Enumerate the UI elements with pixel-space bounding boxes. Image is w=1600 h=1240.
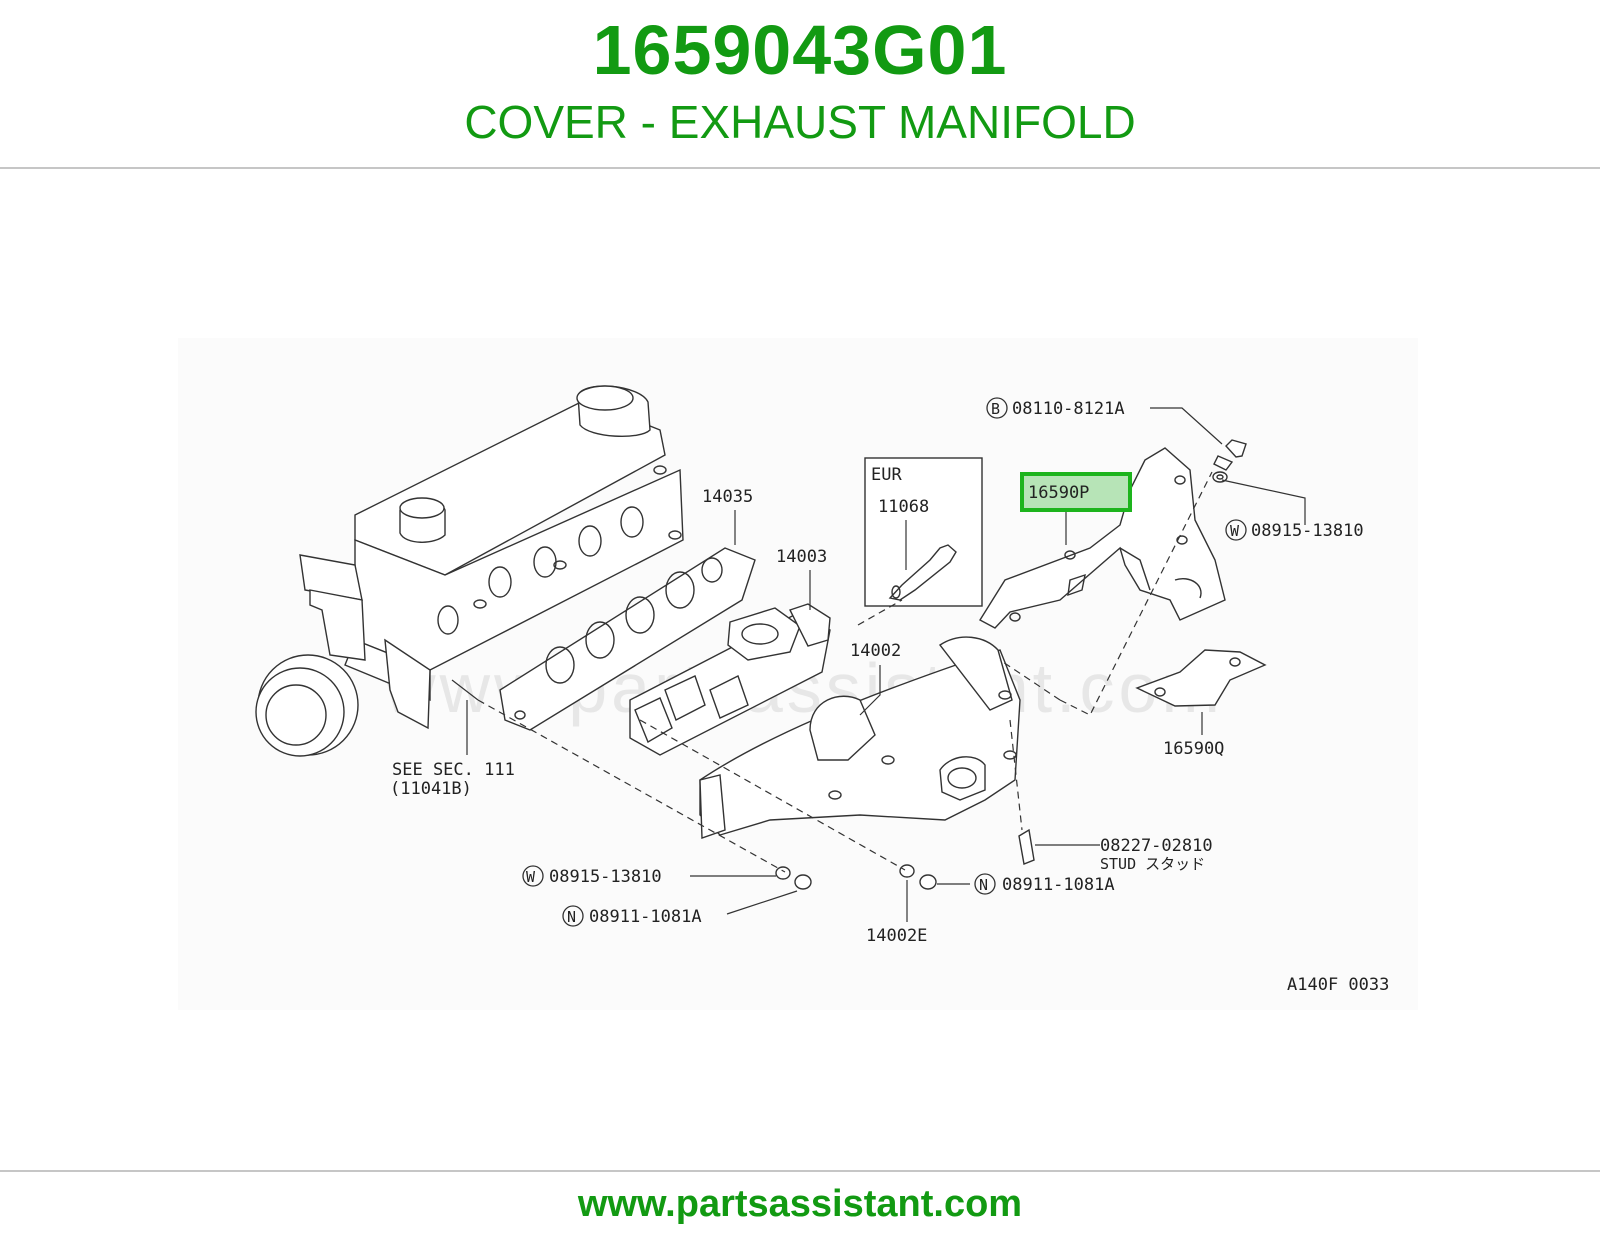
label-11068[interactable]: 11068	[878, 497, 929, 517]
label-08227-02810[interactable]: 08227-02810	[1100, 836, 1213, 856]
label-08915-left-text: 08915-13810	[549, 867, 662, 887]
part-number: 1659043G01	[592, 11, 1008, 89]
label-16590P[interactable]: 16590P	[1028, 483, 1089, 503]
label-see-sec-ref[interactable]: (11041B)	[390, 779, 472, 799]
label-14002[interactable]: 14002	[850, 641, 901, 661]
label-14003[interactable]: 14003	[776, 547, 827, 567]
badge-w-left: W	[526, 868, 536, 886]
label-08915-13810-right[interactable]: W 08915-13810	[1225, 519, 1364, 541]
header-divider	[0, 167, 1600, 169]
label-stud: STUD スタッド	[1100, 855, 1205, 873]
highlight-16590P[interactable]	[1020, 472, 1132, 512]
bracket-16590Q	[1135, 649, 1267, 707]
header: 1659043G01 COVER - EXHAUST MANIFOLD	[0, 0, 1600, 168]
label-16590Q[interactable]: 16590Q	[1163, 739, 1224, 759]
part-name: COVER - EXHAUST MANIFOLD	[464, 96, 1136, 148]
exhaust-gasket-14035	[499, 547, 756, 731]
label-14002E[interactable]: 14002E	[866, 926, 927, 946]
badge-b: B	[991, 400, 1000, 418]
drawing-code: A140F 0033	[1287, 975, 1389, 995]
footer-divider	[0, 1170, 1600, 1172]
label-14035[interactable]: 14035	[702, 487, 753, 507]
badge-n-left: N	[567, 908, 576, 926]
exhaust-manifold-cover-16590P	[979, 447, 1226, 629]
assembly-lines	[477, 471, 1213, 873]
label-see-sec[interactable]: SEE SEC. 111	[392, 760, 515, 780]
fasteners	[775, 439, 1247, 890]
manifold-14003	[629, 603, 831, 756]
badge-n-right: N	[979, 876, 988, 894]
footer-url[interactable]: www.partsassistant.com	[577, 1183, 1023, 1225]
badge-w-right: W	[1230, 522, 1240, 540]
label-08911-1081A-right[interactable]: N 08911-1081A	[974, 873, 1115, 895]
label-08915-right-text: 08915-13810	[1251, 521, 1364, 541]
leader-lines	[466, 407, 1306, 922]
label-08110-8121A[interactable]: B 08110-8121A	[986, 397, 1125, 419]
eur-label: EUR	[871, 465, 902, 485]
manifold-14002	[699, 636, 1021, 839]
label-08911-left-text: 08911-1081A	[589, 907, 702, 927]
label-08911-1081A-left[interactable]: N 08911-1081A	[562, 905, 702, 927]
label-08110-text: 08110-8121A	[1012, 399, 1125, 419]
engine-block	[255, 385, 684, 757]
label-08915-13810-left[interactable]: W 08915-13810	[522, 865, 662, 887]
eur-box: EUR	[864, 457, 983, 607]
label-08911-right-text: 08911-1081A	[1002, 875, 1115, 895]
